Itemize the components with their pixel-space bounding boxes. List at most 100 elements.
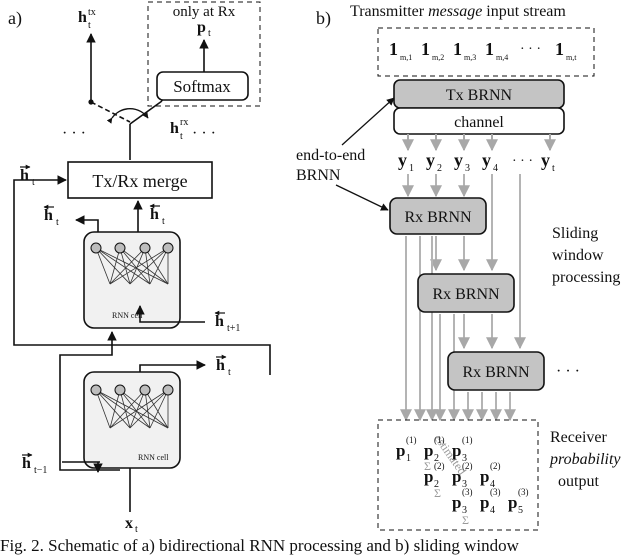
y-symbol: y (541, 150, 550, 170)
dots-left: · · · (62, 125, 86, 142)
rx-brnn-label-2: Rx BRNN (432, 286, 500, 303)
switch-rx-branch (129, 100, 163, 125)
rnn-cell-bottom-label: RNN cell (138, 453, 169, 462)
tx-brnn-label: Tx BRNN (446, 87, 513, 104)
input-subscript: m,4 (496, 53, 508, 62)
channel-label: channel (454, 114, 504, 131)
y-symbol: y (482, 150, 491, 170)
input-stream-box (377, 27, 595, 77)
rnn-cell-top-label: RNN cell (112, 311, 143, 320)
input-subscript: m,2 (432, 53, 444, 62)
prob-sup: (1) (462, 435, 473, 445)
figure-caption: Fig. 2. Schematic of a) bidirectional RN… (0, 536, 519, 555)
h-tx-label: h (78, 9, 87, 26)
prob-symbol: p (480, 467, 489, 486)
prob-symbol: p (508, 493, 517, 512)
probability-row-3: p 3 (3) p 4 (3) p 5 (3) (452, 487, 529, 516)
p-t-label: p (197, 19, 206, 36)
prob-sub: 3 (462, 453, 467, 464)
merge-label: Tx/Rx merge (92, 171, 187, 191)
prob-sup: (1) (434, 435, 445, 445)
prob-sub: 3 (462, 479, 467, 490)
rnn-cell-bottom-network (95, 389, 169, 429)
sigma-1: Σ (424, 459, 431, 473)
h-rx-sub: t (180, 131, 183, 142)
rnn-cell-top-nodes (90, 242, 174, 254)
panel-b: b) Transmitter message input stream 1 m,… (296, 3, 621, 531)
xt-label: x (125, 515, 133, 532)
h-fwd-top-sub: t (32, 177, 35, 188)
input-stream: 1 m,1 1 m,2 1 m,3 1 m,4 · · · 1 m,t (389, 39, 577, 62)
bwd-out-arrow (75, 215, 99, 232)
input-subscript: m,3 (464, 53, 476, 62)
prob-symbol: p (424, 467, 433, 486)
receiver-label-1: Receiver (550, 429, 608, 446)
rx-only-region (147, 1, 261, 107)
y-subscript: 2 (437, 163, 442, 174)
rx-more-dots: · · · (556, 363, 580, 380)
prob-symbol: p (424, 441, 433, 460)
prob-symbol: p (396, 441, 405, 460)
e2e-pointer-tx (341, 97, 395, 146)
prob-sub: 1 (406, 453, 411, 464)
input-symbol: 1 (485, 39, 494, 59)
h-bwd2-sub: t (162, 216, 165, 227)
y-subscript: 1 (409, 163, 414, 174)
prob-symbol: p (452, 467, 461, 486)
panel-a-label: a) (8, 8, 22, 29)
rnn-cell-bottom-nodes (90, 384, 174, 396)
input-subscript: m,t (566, 53, 577, 62)
prob-sup: (3) (490, 487, 501, 497)
sliding-label-2: window (552, 247, 604, 264)
y-symbol: y (398, 150, 407, 170)
h-rx-sup: rx (180, 117, 188, 128)
fwd-out-arrow (139, 360, 206, 372)
prob-sub: 4 (490, 479, 495, 490)
received-symbols: y 1 y 2 y 3 y 4 · · · y t (398, 150, 555, 174)
prob-symbol: p (452, 441, 461, 460)
prob-sub: 2 (434, 479, 439, 490)
prob-symbol: p (480, 493, 489, 512)
sigma-2: Σ (434, 486, 441, 500)
sliding-label-3: processing (552, 269, 620, 286)
rnn-cell-top-network (95, 247, 169, 285)
sigma-3: Σ (462, 513, 469, 527)
prob-sup: (3) (518, 487, 529, 497)
stream-title: Transmitter message input stream (350, 3, 566, 20)
prob-sup: (3) (462, 487, 473, 497)
p-t-sub: t (208, 28, 211, 39)
e2e-pointer-rx (335, 184, 389, 211)
probability-row-1: p 1 (1) p 2 (1) p 3 (1) (396, 435, 473, 464)
e2e-label-line1: end-to-end (296, 147, 365, 164)
h-bwd-sub: t (56, 217, 59, 228)
forward-state-loop (13, 175, 271, 375)
y-dots: · · · (512, 154, 533, 169)
rx-brnn-box-1 (389, 197, 487, 235)
txrx-merge-box (67, 161, 213, 199)
h-fwd-prev-label: h (22, 455, 31, 472)
prob-sub: 3 (462, 505, 467, 516)
channel-to-y-arrows (402, 134, 556, 152)
rx-brnn-box-2 (417, 273, 515, 313)
h-bwd-next-sub: t+1 (227, 323, 240, 334)
h-bwd-label: h (44, 207, 53, 224)
y-subscript: t (552, 163, 555, 174)
receiver-label-3: output (558, 473, 599, 490)
h-rx-label: h (170, 120, 179, 137)
bwd-next-arrow (135, 305, 205, 323)
softmax-label: Softmax (173, 77, 231, 96)
probability-row-2: p 2 (2) p 3 (2) p 4 (2) (424, 461, 501, 490)
input-symbol: 1 (555, 39, 564, 59)
h-fwd-prev-sub: t−1 (34, 465, 47, 476)
prob-sub: 2 (434, 453, 439, 464)
receiver-label-2: probability (549, 451, 621, 468)
softmax-box (156, 71, 249, 101)
prob-sub: 5 (518, 505, 523, 516)
prob-sup: (2) (434, 461, 445, 471)
panel-b-label: b) (316, 8, 331, 29)
switch-tx-branch (90, 101, 131, 123)
prob-sup: (1) (406, 435, 417, 445)
prob-sup: (2) (490, 461, 501, 471)
rx-brnn-label-1: Rx BRNN (404, 209, 472, 226)
